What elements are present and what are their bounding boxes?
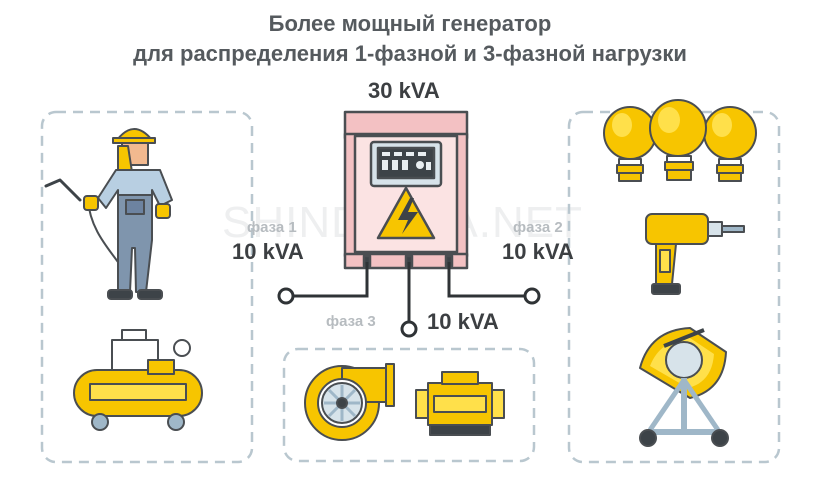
light-bulb-1	[603, 106, 657, 182]
generator-power-label: 30 kVA	[368, 78, 440, 103]
phase-1-power: 10 kVA	[232, 239, 304, 264]
light-bulb-3	[649, 99, 707, 181]
generator-icon	[343, 110, 469, 270]
bottom-consumer-group	[282, 347, 536, 463]
welder-icon	[44, 128, 173, 300]
power-drill-icon	[645, 213, 745, 295]
phase-wires	[290, 262, 528, 322]
light-bulb-2	[703, 106, 757, 182]
electric-motor-icon	[415, 371, 505, 436]
phase-3-name: фаза 3	[326, 313, 376, 330]
phase-2-power: 10 kVA	[502, 239, 574, 264]
phase-1-name: фаза 1	[247, 219, 297, 236]
light-bulbs-icon	[603, 99, 757, 182]
left-consumer-group	[40, 110, 254, 464]
blower-fan-icon	[304, 363, 395, 441]
diagram-title-line-1: Более мощный генератор	[268, 11, 552, 36]
concrete-mixer-icon	[639, 327, 729, 447]
air-compressor-icon	[73, 329, 203, 431]
phase-2-name: фаза 2	[513, 219, 563, 236]
diagram-title-line-2: для распределения 1-фазной и 3-фазной на…	[133, 41, 687, 66]
phase-terminals	[277, 287, 541, 338]
phase-3-power: 10 kVA	[427, 309, 499, 334]
